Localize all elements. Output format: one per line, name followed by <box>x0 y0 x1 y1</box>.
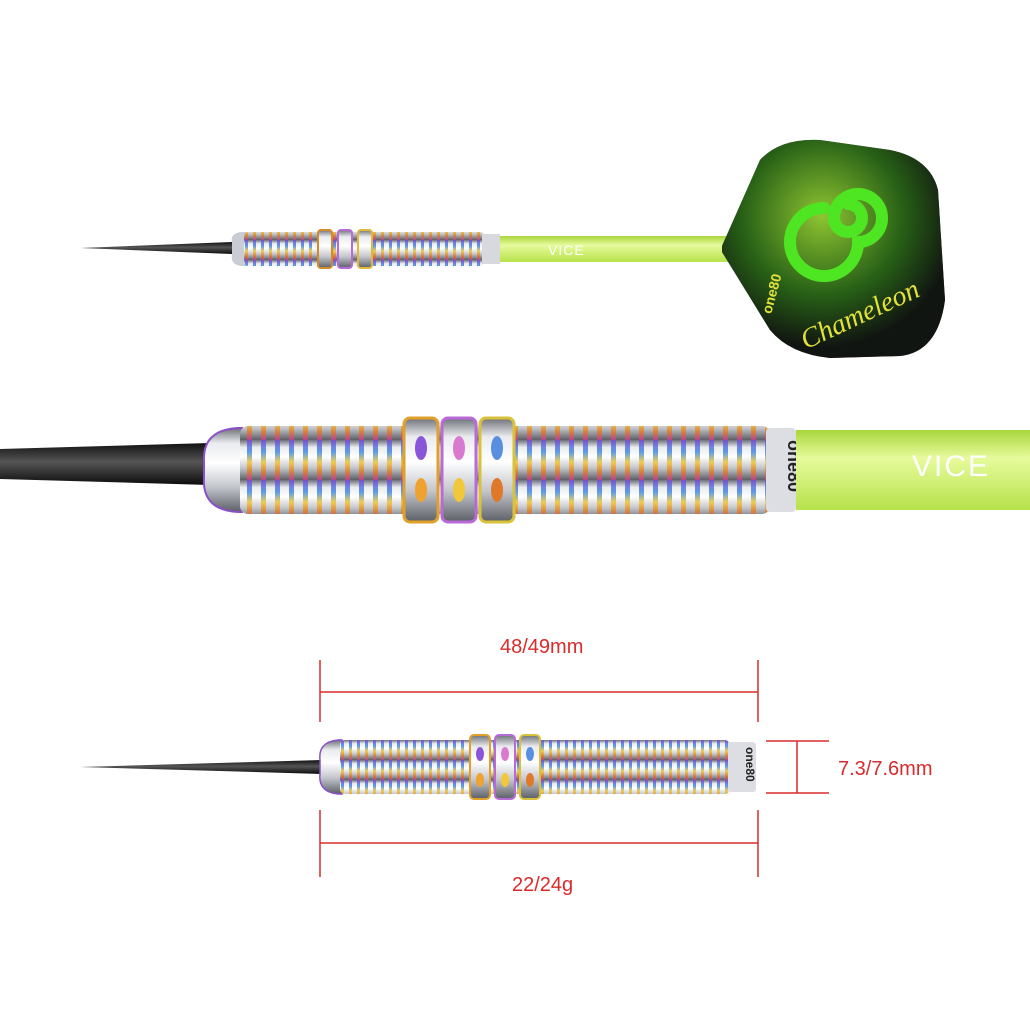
barrel-rings-top <box>317 229 373 269</box>
full-dart: VICE Chameleon one80 <box>80 139 945 358</box>
dart-point-top <box>80 242 232 254</box>
shaft-brand-top: VICE <box>548 242 585 258</box>
barrel-logo-bottom: one80 <box>743 747 757 782</box>
shaft-brand-closeup: VICE <box>912 450 990 483</box>
barrel-nose-top <box>231 232 246 266</box>
barrel-nose-closeup <box>202 427 243 513</box>
barrel-logo-band-top <box>482 234 500 264</box>
weight-dimension-label: 22/24g <box>512 874 574 896</box>
barrel-logo-band-bottom <box>728 742 756 792</box>
dart-point-bottom <box>80 760 322 774</box>
length-dimension-label: 48/49mm <box>500 636 584 658</box>
flight-inner-glow <box>722 139 945 358</box>
dimension-lines <box>319 660 829 877</box>
barrel-closeup: one80 VICE <box>0 416 1030 524</box>
barrel-rings-bottom <box>469 734 541 800</box>
barrel-logo-band-closeup <box>766 428 796 512</box>
barrel-dimensioned: one80 <box>80 660 829 877</box>
diameter-dimension-label: 7.3/7.6mm <box>838 758 933 780</box>
barrel-nose-bottom <box>319 739 343 795</box>
dart-point-closeup <box>0 443 210 485</box>
shaft-top <box>500 236 730 262</box>
shaft-closeup <box>796 430 1030 510</box>
flight-swirl <box>784 188 888 282</box>
barrel-rings-closeup <box>402 416 516 524</box>
